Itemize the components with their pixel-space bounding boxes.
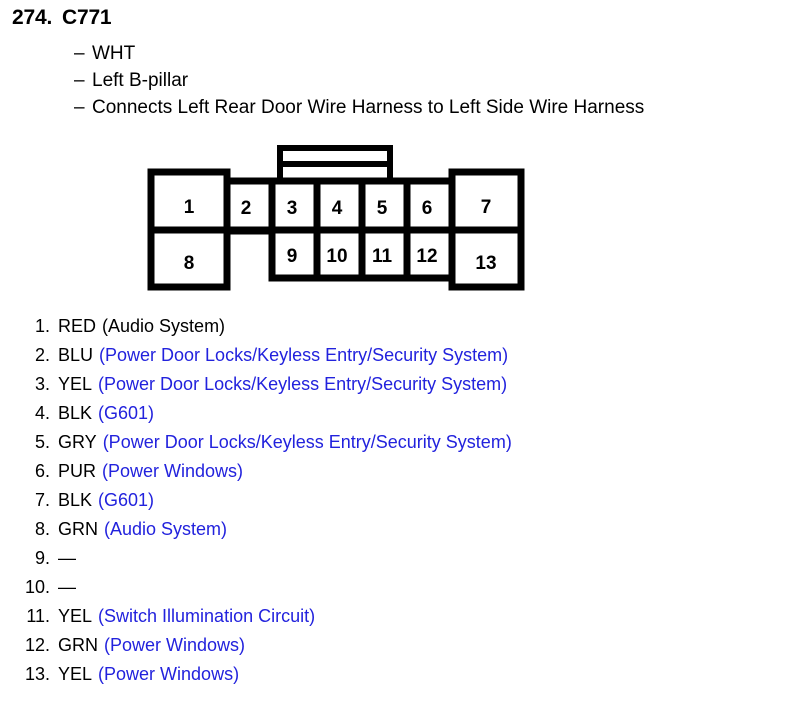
connector-attributes: –WHT –Left B-pillar –Connects Left Rear … <box>74 40 644 121</box>
pin-wire-color: GRN <box>58 635 98 655</box>
list-item: 2. BLU(Power Door Locks/Keyless Entry/Se… <box>0 341 790 370</box>
pin-wire-color: BLU <box>58 345 94 365</box>
list-item: 11. YEL(Switch Illumination Circuit) <box>0 602 790 631</box>
connector-code: C771 <box>62 6 112 29</box>
dash-marker: – <box>74 70 85 91</box>
pin-wire-color: BLK <box>58 403 93 423</box>
cavity-label-11: 11 <box>372 246 393 267</box>
pin-index: 11. <box>26 606 50 626</box>
cavity-label-10: 10 <box>326 246 347 267</box>
pin-body: BLU(Power Door Locks/Keyless Entry/Secur… <box>58 341 508 370</box>
connector-number: 274. <box>12 6 53 29</box>
pin-circuit: (Power Door Locks/Keyless Entry/Security… <box>102 432 512 452</box>
attribute-row: –WHT <box>74 40 644 67</box>
connector-latch-tab <box>277 145 393 185</box>
pin-circuit: (Power Door Locks/Keyless Entry/Security… <box>98 374 508 394</box>
cavity-label-2: 2 <box>241 198 252 219</box>
pin-circuit: (G601) <box>98 490 155 510</box>
cavity-label-8: 8 <box>184 253 195 274</box>
cavity-label-5: 5 <box>377 198 388 219</box>
pin-index: 6. <box>34 461 50 481</box>
pin-index: 9. <box>34 548 50 568</box>
list-item: 7. BLK(G601) <box>0 486 790 515</box>
pin-body: YEL(Switch Illumination Circuit) <box>58 602 315 631</box>
pin-circuit: (Audio System) <box>102 316 226 336</box>
pin-circuit: (Switch Illumination Circuit) <box>98 606 316 626</box>
pin-body: — <box>58 573 82 602</box>
pin-wire-color: RED <box>58 316 97 336</box>
cavity-label-12: 12 <box>416 246 437 267</box>
list-item: 8. GRN (Audio System) <box>0 515 790 544</box>
pin-wire-color: YEL <box>58 606 93 626</box>
pin-circuit: (Audio System) <box>104 519 228 539</box>
cavity-label-13: 13 <box>475 253 496 274</box>
pin-wire-color: GRN <box>58 519 98 539</box>
list-item: 9. — <box>0 544 790 573</box>
pin-wire-color: PUR <box>58 461 97 481</box>
pin-index: 3. <box>34 374 50 394</box>
page-title: 274. C771 <box>12 6 112 30</box>
pin-wire-color: GRY <box>58 432 97 452</box>
pin-circuit: (Power Windows) <box>104 635 246 655</box>
attribute-text: Left B-pillar <box>92 70 189 91</box>
pin-index: 12. <box>24 635 50 655</box>
pin-wire-color: — <box>58 548 76 568</box>
pin-circuit: (Power Door Locks/Keyless Entry/Security… <box>99 345 509 365</box>
cavity-label-7: 7 <box>481 197 492 218</box>
pin-wire-color: YEL <box>58 374 93 394</box>
pin-index: 5. <box>34 432 50 452</box>
cavity-label-6: 6 <box>422 198 433 219</box>
list-item: 5. GRY(Power Door Locks/Keyless Entry/Se… <box>0 428 790 457</box>
pin-index: 7. <box>34 490 50 510</box>
pin-body: BLK(G601) <box>58 399 154 428</box>
pin-body: GRN (Audio System) <box>58 515 227 544</box>
pin-wire-color: BLK <box>58 490 93 510</box>
list-item: 6. PUR(Power Windows) <box>0 457 790 486</box>
pin-circuit: (Power Windows) <box>102 461 244 481</box>
pin-body: BLK(G601) <box>58 486 154 515</box>
attribute-text: WHT <box>92 43 136 64</box>
attribute-row: –Left B-pillar <box>74 67 644 94</box>
pin-index: 1. <box>34 316 50 336</box>
pin-body: — <box>58 544 82 573</box>
pin-body: RED(Audio System) <box>58 312 225 341</box>
dash-marker: – <box>74 97 85 118</box>
pin-body: YEL(Power Door Locks/Keyless Entry/Secur… <box>58 370 507 399</box>
pin-wire-color: YEL <box>58 664 93 684</box>
list-item: 10. — <box>0 573 790 602</box>
list-item: 1. RED(Audio System) <box>0 312 790 341</box>
pin-index: 2. <box>34 345 50 365</box>
pin-wire-color: — <box>58 577 76 597</box>
list-item: 12. GRN (Power Windows) <box>0 631 790 660</box>
cavity-label-3: 3 <box>287 198 298 219</box>
pin-body: YEL(Power Windows) <box>58 660 239 689</box>
pin-index: 13. <box>24 664 50 684</box>
attribute-text: Connects Left Rear Door Wire Harness to … <box>92 97 645 118</box>
cavity-label-1: 1 <box>184 197 195 218</box>
pin-assignment-list: 1. RED(Audio System) 2. BLU(Power Door L… <box>0 312 790 689</box>
pin-index: 4. <box>34 403 50 423</box>
cavity-label-9: 9 <box>287 246 298 267</box>
list-item: 13. YEL(Power Windows) <box>0 660 790 689</box>
cavity-label-4: 4 <box>332 198 343 219</box>
list-item: 4. BLK(G601) <box>0 399 790 428</box>
pin-index: 10. <box>24 577 50 597</box>
pin-circuit: (Power Windows) <box>98 664 240 684</box>
cavity-labels: 1 2 3 4 5 6 7 8 9 10 11 12 13 <box>184 197 497 274</box>
list-item: 3. YEL(Power Door Locks/Keyless Entry/Se… <box>0 370 790 399</box>
pin-circuit: (G601) <box>98 403 155 423</box>
pin-index: 8. <box>34 519 50 539</box>
attribute-row: –Connects Left Rear Door Wire Harness to… <box>74 94 644 121</box>
pin-body: GRY(Power Door Locks/Keyless Entry/Secur… <box>58 428 512 457</box>
dash-marker: – <box>74 43 85 64</box>
pin-body: GRN (Power Windows) <box>58 631 245 660</box>
connector-body <box>147 168 525 291</box>
pin-body: PUR(Power Windows) <box>58 457 243 486</box>
